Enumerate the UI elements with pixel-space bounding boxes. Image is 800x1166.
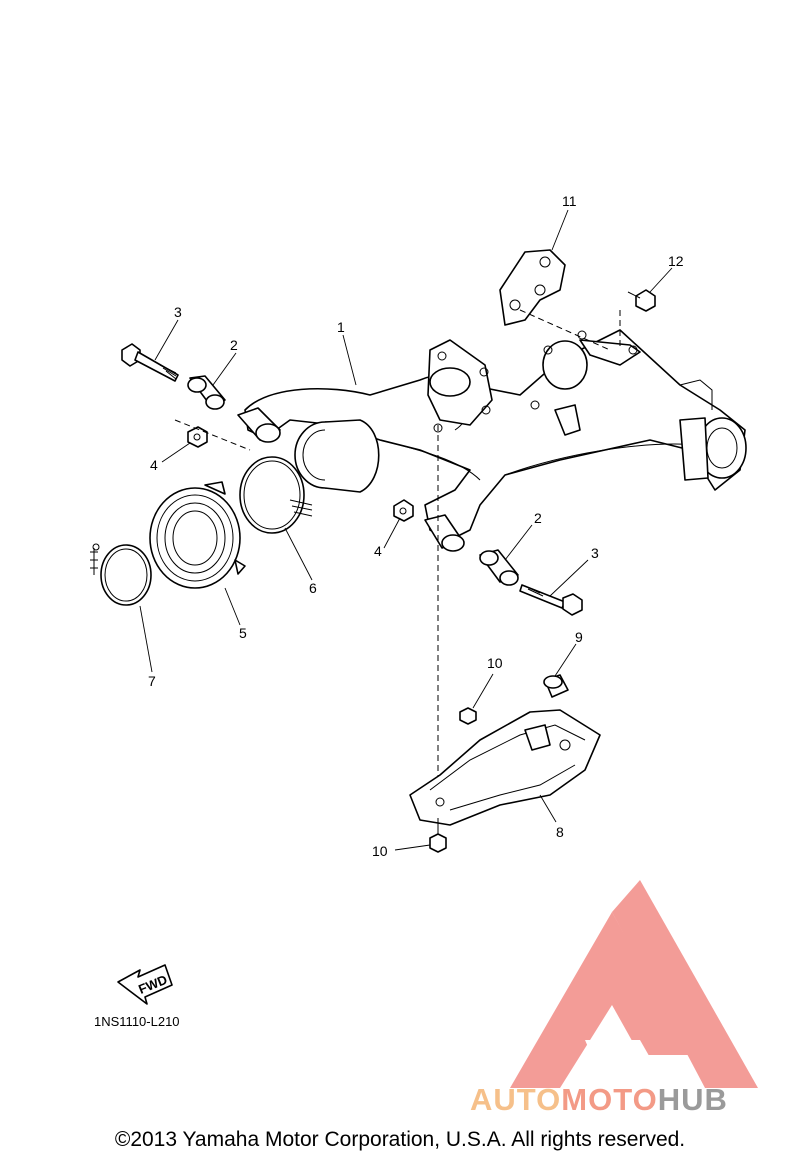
copyright-notice: ©2013 Yamaha Motor Corporation, U.S.A. A… [114, 1128, 686, 1151]
callout-1: 1 [337, 319, 345, 335]
callout-8: 8 [556, 824, 564, 840]
callout-3-left: 3 [174, 304, 182, 320]
bushing-left [187, 375, 226, 410]
callout-4-left: 4 [150, 457, 158, 473]
callout-6: 6 [309, 580, 317, 596]
callout-2-left: 2 [230, 337, 238, 353]
fwd-arrow-icon: FWD [117, 964, 173, 1005]
callout-5: 5 [239, 625, 247, 641]
collar-left [237, 407, 281, 443]
swingarm [244, 329, 747, 541]
bolt-left [121, 343, 179, 382]
callout-9: 9 [575, 629, 583, 645]
nut-right [393, 499, 414, 522]
callout-11: 11 [562, 193, 577, 209]
bolt-top [619, 289, 656, 350]
callout-12: 12 [668, 253, 684, 269]
watermark-auto: AUTO [470, 1082, 562, 1117]
skid-plate [409, 709, 601, 826]
watermark-moto: MOTO [561, 1082, 658, 1117]
dust-boot [149, 481, 246, 589]
watermark-hub: HUB [657, 1082, 728, 1117]
watermark-text: AUTOMOTOHUB [470, 1082, 728, 1118]
callout-10-upper: 10 [487, 655, 503, 671]
bracket [499, 249, 611, 351]
callout-3-right: 3 [591, 545, 599, 561]
nut-left [174, 419, 251, 451]
bolt-skid-upper [459, 707, 477, 725]
clamp-ring [239, 456, 313, 534]
bushing-right [479, 549, 519, 586]
watermark-logo [510, 880, 758, 1088]
callout-7: 7 [148, 673, 156, 689]
hose-band [90, 543, 152, 606]
bolt-skid-lower [429, 818, 447, 853]
diagram-code: 1NS1110-L210 [94, 1014, 180, 1029]
collar-skid [543, 674, 569, 698]
callout-10-lower: 10 [372, 843, 388, 859]
callout-4-right: 4 [374, 543, 382, 559]
leader-lines [139, 209, 673, 851]
callout-2-right: 2 [534, 510, 542, 526]
bolt-right [519, 584, 583, 616]
callout-labels: 1 2 2 3 3 4 4 5 6 7 8 9 10 10 11 12 [148, 193, 684, 859]
